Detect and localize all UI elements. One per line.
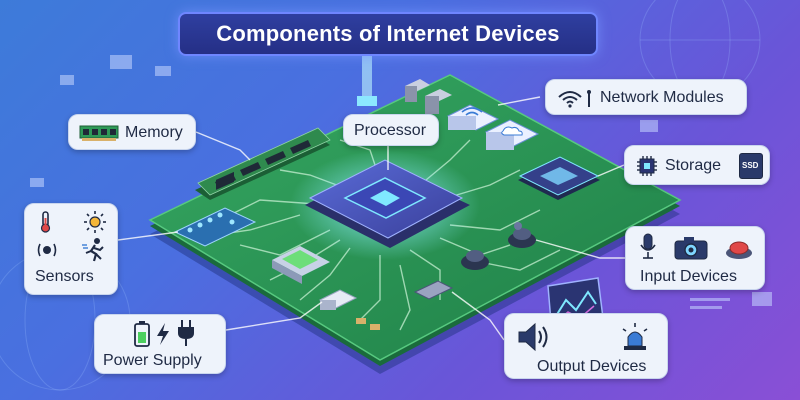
label-input-text: Input Devices (640, 268, 737, 285)
network-module-cloud (484, 119, 540, 150)
title-banner: Components of Internet Devices (178, 12, 598, 56)
label-network-text: Network Modules (600, 89, 724, 106)
decorative-glyphs (30, 55, 772, 309)
sun-icon (84, 211, 106, 233)
battery-icon (134, 321, 150, 347)
power-module (318, 289, 358, 310)
siren-icon (622, 323, 648, 350)
thermometer-icon (40, 211, 51, 233)
storage-pointer (597, 164, 625, 177)
memory-pointer (195, 131, 251, 161)
input-pointer (535, 239, 625, 259)
ssd-icon-text: SSD (742, 161, 759, 170)
ram-module (195, 127, 331, 200)
label-processor-text: Processor (354, 122, 427, 139)
network-pointer (497, 96, 541, 106)
label-processor: Processor (343, 114, 439, 146)
label-output-text: Output Devices (537, 358, 647, 375)
running-icon (82, 238, 104, 262)
top-connectors (405, 79, 452, 114)
lightning-icon (157, 323, 169, 345)
label-input-devices: Input Devices (625, 226, 765, 290)
glow-beam-base (357, 96, 377, 106)
output-pointer (451, 291, 505, 341)
ram-icon (79, 125, 119, 141)
power-pointer (225, 301, 323, 331)
label-sensors: Sensors (24, 203, 118, 295)
network-module-wifi (446, 104, 500, 131)
label-network-modules: Network Modules (545, 79, 747, 115)
sensor-strip (173, 207, 257, 247)
sensors-pointer (117, 231, 179, 241)
label-storage-text: Storage (665, 157, 722, 174)
label-output-devices: Output Devices (504, 313, 668, 379)
label-sensors-text: Sensors (35, 268, 94, 285)
speaker-icon (518, 322, 548, 352)
small-components (356, 280, 454, 330)
button-icon (726, 241, 752, 259)
camera-icon (674, 237, 708, 260)
label-memory: Memory (68, 114, 196, 150)
chip-icon (637, 156, 657, 176)
glow-beam (362, 40, 372, 105)
microphone-icon (640, 233, 656, 259)
wifi-icon (558, 90, 591, 108)
ssd-icon: SSD (739, 153, 763, 179)
board-input-buttons (461, 222, 536, 270)
label-power-supply: Power Supply (94, 314, 226, 374)
diagram-title: Components of Internet Devices (216, 21, 560, 46)
label-power-text: Power Supply (103, 352, 202, 369)
vibration-icon (37, 243, 57, 257)
plug-icon (178, 320, 194, 346)
cpu-chip (305, 159, 470, 248)
label-memory-text: Memory (125, 124, 183, 141)
label-storage: Storage SSD (624, 145, 770, 185)
board-battery (272, 246, 330, 284)
storage-module (518, 156, 600, 200)
